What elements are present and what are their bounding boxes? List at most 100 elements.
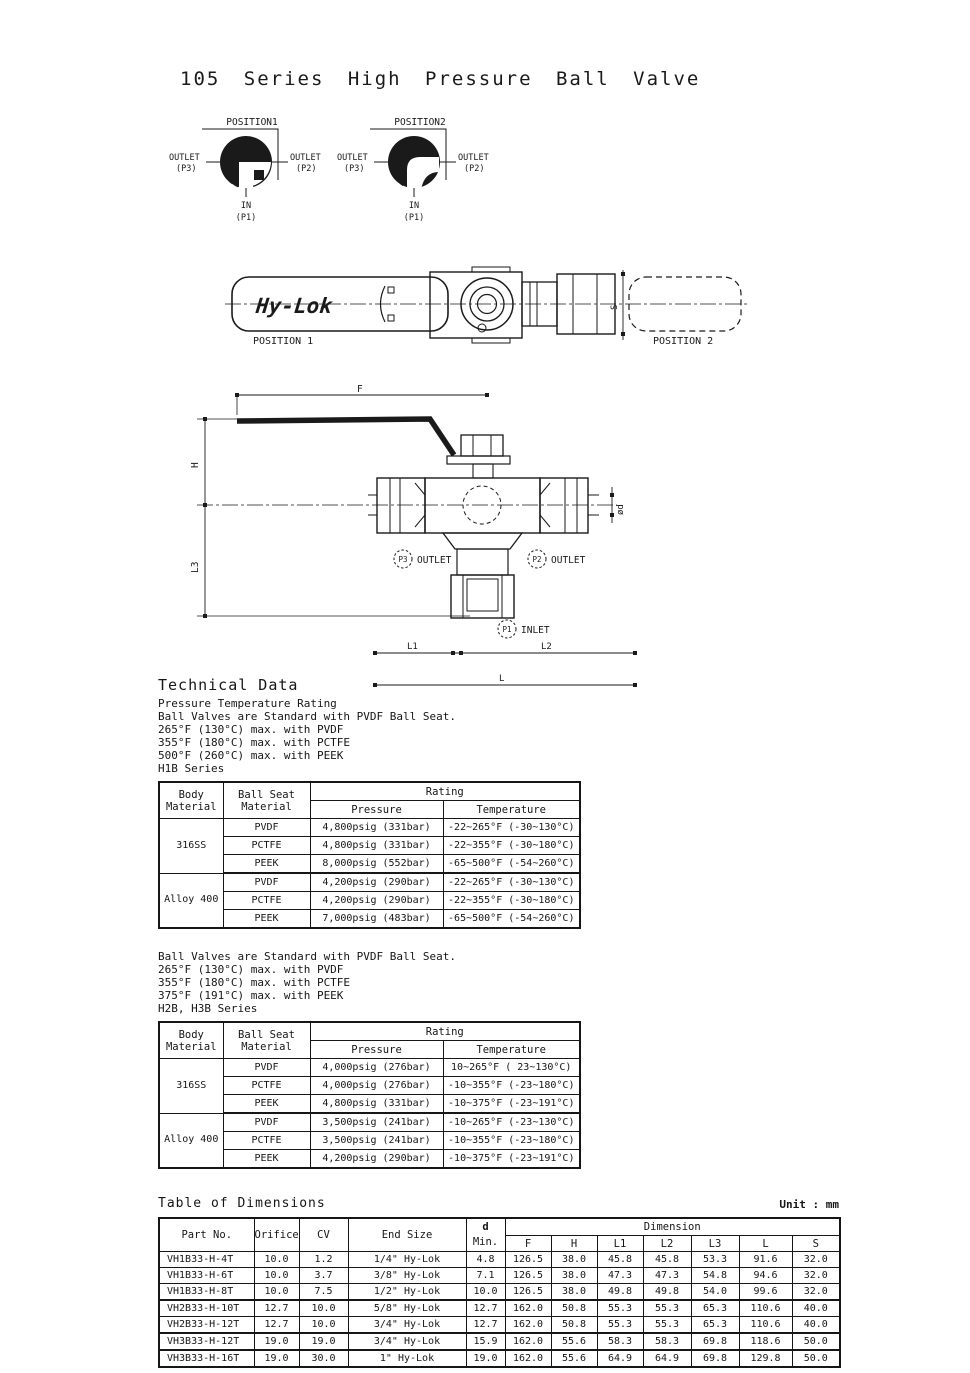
col-header-l1: L1 — [596, 1235, 644, 1252]
note-line: Pressure Temperature Rating — [158, 697, 337, 710]
col-header-l2: L2 — [642, 1235, 692, 1252]
outlet-right-label: OUTLET — [458, 153, 489, 163]
table-header-row: Pressure Temperature — [159, 1040, 581, 1059]
dim-h-label: H — [190, 462, 201, 468]
dim-l1-label: L1 — [407, 642, 418, 652]
body-material: Alloy 400 — [158, 1112, 224, 1169]
port-p1-label: INLET — [521, 625, 550, 636]
position-1-label: POSITION 1 — [253, 336, 313, 347]
body-material: Alloy 400 — [158, 872, 224, 929]
technical-data-section: Technical Data Pressure Temperature Rati… — [158, 676, 581, 1169]
in-label: IN — [241, 201, 251, 211]
col-header-rating: Rating — [309, 781, 581, 801]
col-header-orifice: Orifice — [253, 1217, 300, 1252]
dim-od-label: ød — [616, 504, 626, 515]
col-header-dimension: Dimension — [504, 1217, 841, 1236]
position-1-diagram: POSITION1 OUTLET (P3) OUTLET (P2) IN (P1… — [169, 117, 321, 223]
position-2-label: POSITION 2 — [653, 336, 713, 347]
dim-l-label: L — [499, 674, 504, 684]
table-header-row: F H L1 L2 L3 L S — [159, 1235, 841, 1252]
col-header-rating: Rating — [309, 1021, 581, 1041]
note-line: 375°F (191°C) max. with PEEK — [158, 989, 344, 1002]
dim-s-label: S — [610, 305, 620, 310]
dimensions-heading: Table of Dimensions — [158, 1196, 326, 1211]
col-header-l3: L3 — [690, 1235, 740, 1252]
port-p3-label: OUTLET — [417, 555, 452, 566]
note-line: 355°F (180°C) max. with PCTFE — [158, 736, 351, 749]
in-port: (P1) — [236, 213, 256, 223]
port-p3-tag: P3 — [398, 555, 407, 564]
page-title: 105 Series High Pressure Ball Valve — [180, 68, 701, 90]
col-header-pressure: Pressure — [309, 1040, 444, 1059]
port-p2-tag: P2 — [532, 555, 541, 564]
col-header-pressure: Pressure — [309, 800, 444, 819]
col-header-h: H — [550, 1235, 598, 1252]
note-line: 355°F (180°C) max. with PCTFE — [158, 976, 351, 989]
dim-l2-label: L2 — [541, 642, 552, 652]
technical-data-heading: Technical Data — [158, 676, 299, 694]
col-header-end-size: End Size — [347, 1217, 467, 1252]
note-line: H1B Series — [158, 762, 225, 775]
col-header-part: Part No. — [158, 1217, 255, 1252]
note-line: H2B, H3B Series — [158, 1002, 258, 1015]
table-header-row: Pressure Temperature — [159, 800, 581, 819]
dim-l3-label: L3 — [190, 562, 201, 573]
position-2-title: POSITION2 — [394, 117, 445, 128]
side-view-drawing: F ød H L3 P3 OUTLET P2 OUTLET P — [190, 384, 637, 687]
outlet-right-label: OUTLET — [290, 153, 321, 163]
port-p2-label: OUTLET — [551, 555, 586, 566]
position-1-title: POSITION1 — [226, 117, 278, 128]
outlet-left-label: OUTLET — [337, 153, 368, 163]
outlet-right-port: (P2) — [296, 164, 316, 174]
port-p1-tag: P1 — [502, 625, 511, 634]
body-material: 316SS — [158, 1058, 224, 1114]
note-line: 265°F (130°C) max. with PVDF — [158, 963, 344, 976]
outlet-left-port: (P3) — [176, 164, 196, 174]
in-port: (P1) — [404, 213, 424, 223]
unit-label: Unit : mm — [779, 1198, 839, 1211]
col-header-temperature: Temperature — [442, 1040, 581, 1059]
col-header-f: F — [504, 1235, 552, 1252]
note-line: Ball Valves are Standard with PVDF Ball … — [158, 710, 457, 723]
col-header-cv: CV — [298, 1217, 349, 1252]
dim-f-label: F — [357, 384, 363, 395]
note-line: Ball Valves are Standard with PVDF Ball … — [158, 950, 457, 963]
top-view-drawing: Hy-Lok S POSITION 1 POSITION 2 — [225, 266, 747, 347]
outlet-left-port: (P3) — [344, 164, 364, 174]
col-header-s: S — [791, 1235, 841, 1252]
body-material: 316SS — [158, 818, 224, 874]
outlet-left-label: OUTLET — [169, 153, 200, 163]
position-2-diagram: POSITION2 OUTLET (P3) OUTLET (P2) IN (P1… — [337, 117, 489, 223]
dimensions-section: Table of Dimensions Unit : mm Part No. O… — [158, 1196, 841, 1368]
note-line: 500°F (260°C) max. with PEEK — [158, 749, 344, 762]
col-header-l: L — [738, 1235, 793, 1252]
col-header-temperature: Temperature — [442, 800, 581, 819]
